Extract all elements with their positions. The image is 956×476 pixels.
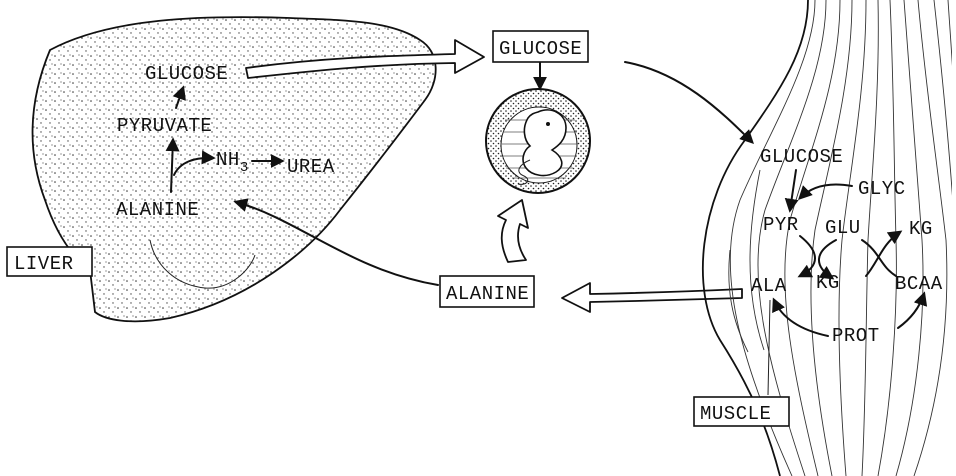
arrow-alanine-to-fetus bbox=[498, 200, 528, 262]
liver-label: LIVER bbox=[14, 253, 74, 275]
arrow-glyc-to-pyr bbox=[800, 185, 852, 199]
muscle-glucose-label: GLUCOSE bbox=[760, 146, 843, 168]
liver-alanine-label: ALANINE bbox=[116, 199, 199, 221]
transamination-right-kg bbox=[866, 232, 900, 276]
fetus-in-uterus bbox=[486, 89, 590, 193]
muscle-ala-label: ALA bbox=[751, 275, 787, 297]
liver-urea-label: UREA bbox=[287, 156, 335, 178]
transamination-left-pyr-ala bbox=[800, 236, 815, 276]
blood-glucose-label: GLUCOSE bbox=[499, 38, 582, 60]
liver-pyruvate-label: PYRUVATE bbox=[117, 115, 212, 137]
fetus-shape bbox=[523, 110, 566, 176]
blood-alanine-label: ALANINE bbox=[446, 283, 529, 305]
liver-glucose-label: GLUCOSE bbox=[145, 63, 228, 85]
arrow-prot-to-bcaa bbox=[898, 294, 924, 328]
muscle-glyc-label: GLYC bbox=[858, 178, 906, 200]
muscle-pyr-label: PYR bbox=[763, 214, 799, 236]
muscle-kg-top-label: KG bbox=[909, 218, 933, 240]
muscle-prot-label: PROT bbox=[832, 325, 880, 347]
arrow-muscle-alanine-to-blood bbox=[562, 283, 742, 312]
muscle-organ: MUSCLE GLUCOSE GLYC PYR GLU KG ALA KG BC… bbox=[694, 0, 956, 476]
muscle-label: MUSCLE bbox=[700, 403, 771, 425]
muscle-glu-label: GLU bbox=[825, 217, 861, 239]
arrow-prot-to-ala bbox=[774, 300, 828, 336]
arrow-glucose-to-muscle bbox=[625, 62, 752, 142]
muscle-bcaa-label: BCAA bbox=[895, 273, 943, 295]
fetus-eye bbox=[546, 122, 550, 126]
